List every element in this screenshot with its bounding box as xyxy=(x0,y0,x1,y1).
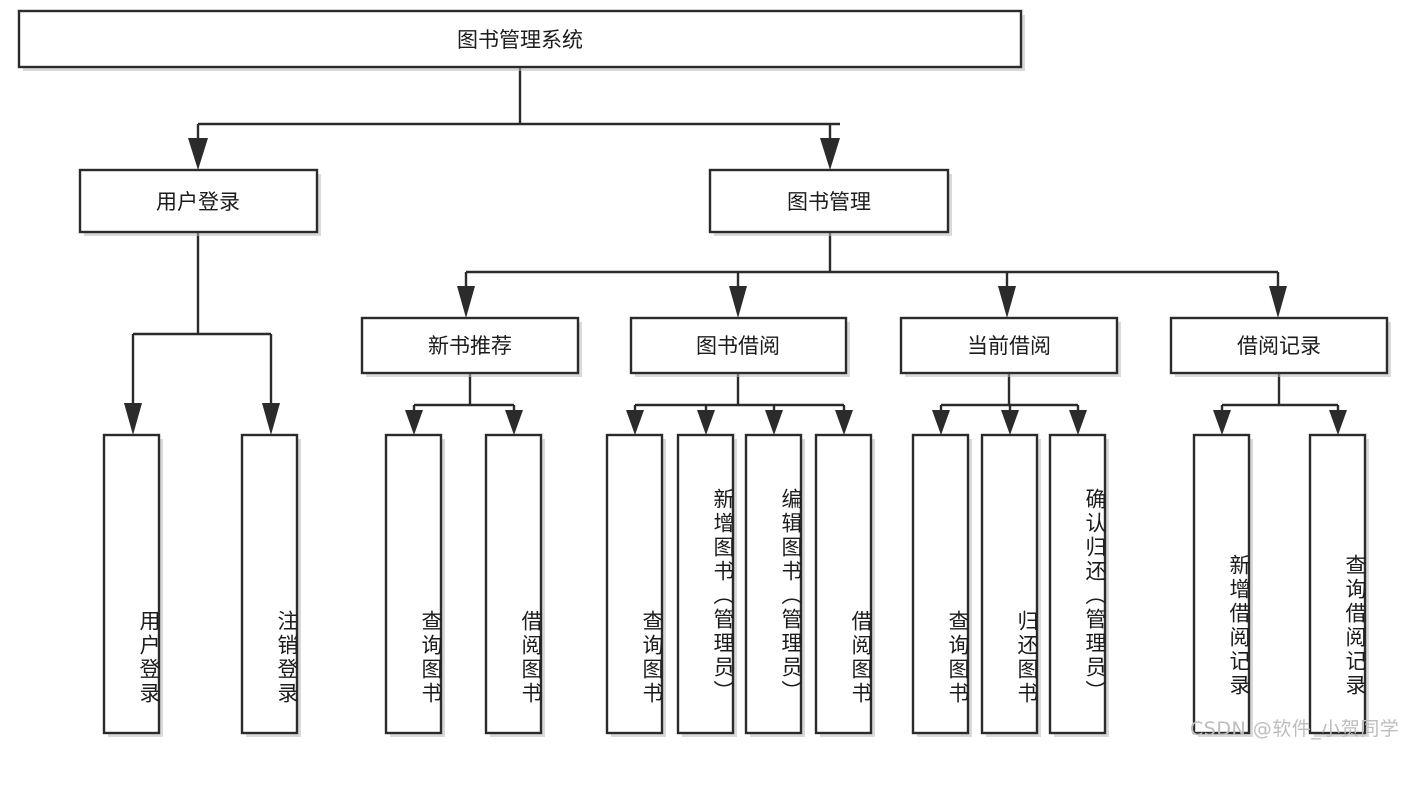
leaf-node-current-borrow-2[interactable] xyxy=(980,433,1041,737)
node-book-manage-label: 图书管理 xyxy=(787,190,871,214)
leaf-node-new-book-2[interactable] xyxy=(484,433,545,737)
node-user-login-box xyxy=(78,168,319,234)
arrow-head-leaf-borrow-record-2 xyxy=(1329,410,1347,435)
leaf-node-new-book-1[interactable] xyxy=(384,433,445,737)
node-current-borrow-label: 当前借阅 xyxy=(967,334,1051,358)
arrow-head-current-borrow xyxy=(998,286,1016,318)
node-current-borrow[interactable]: 当前借阅 xyxy=(899,316,1121,377)
leaf-book-borrow-3-box xyxy=(744,433,803,735)
leaf-node-user-login-2[interactable] xyxy=(240,433,301,737)
diagram-canvas: 图书管理系统 用户登录 图书管理 新书推荐 图书借阅 当前借阅 xyxy=(17,9,1400,740)
node-root-box xyxy=(17,9,1023,69)
leaf-user-login-1-box xyxy=(102,433,161,735)
arrow-head-borrow-record xyxy=(1269,286,1287,318)
node-current-borrow-box xyxy=(899,316,1119,375)
arrow-head-leaf-current-borrow-1 xyxy=(932,410,950,435)
node-book-borrow-box xyxy=(629,316,848,375)
node-borrow-record[interactable]: 借阅记录 xyxy=(1169,316,1391,377)
node-book-borrow[interactable]: 图书借阅 xyxy=(629,316,850,377)
leaf-new-book-1-box xyxy=(384,433,443,735)
leaf-book-borrow-2-box xyxy=(676,433,735,735)
connector-layer xyxy=(124,67,1347,435)
leaf-node-current-borrow-3[interactable] xyxy=(1048,433,1109,737)
leaf-current-borrow-3-box xyxy=(1048,433,1107,735)
node-book-manage-box xyxy=(708,168,950,234)
leaf-node-borrow-record-2[interactable] xyxy=(1308,433,1369,737)
arrow-head-leaf-user-login-2 xyxy=(262,403,280,435)
arrow-head-new-book xyxy=(457,286,475,318)
arrow-head-user-login xyxy=(188,138,208,170)
arrow-head-book-manage xyxy=(820,138,840,170)
arrow-head-leaf-book-borrow-1 xyxy=(626,410,644,435)
leaf-node-borrow-record-1[interactable] xyxy=(1192,433,1253,737)
node-book-borrow-label: 图书借阅 xyxy=(696,334,780,358)
node-new-book[interactable]: 新书推荐 xyxy=(360,316,582,377)
arrow-head-leaf-book-borrow-3 xyxy=(765,410,783,435)
leaf-node-book-borrow-3[interactable] xyxy=(744,433,805,737)
arrow-head-book-borrow xyxy=(729,286,747,318)
arrow-head-leaf-new-book-1 xyxy=(405,410,423,435)
arrow-head-leaf-book-borrow-2 xyxy=(697,410,715,435)
leaf-user-login-2-box xyxy=(240,433,299,735)
node-user-login[interactable]: 用户登录 xyxy=(78,168,321,236)
node-borrow-record-box xyxy=(1169,316,1389,375)
leaf-node-book-borrow-2[interactable] xyxy=(676,433,737,737)
node-new-book-box xyxy=(360,316,580,375)
leaf-current-borrow-1-box xyxy=(911,433,970,735)
node-book-manage[interactable]: 图书管理 xyxy=(708,168,952,236)
node-new-book-label: 新书推荐 xyxy=(428,334,512,358)
arrow-head-leaf-current-borrow-3 xyxy=(1069,410,1087,435)
leaf-node-user-login-1[interactable] xyxy=(102,433,163,737)
node-borrow-record-label: 借阅记录 xyxy=(1237,334,1321,358)
leaf-current-borrow-2-box xyxy=(980,433,1039,735)
leaf-borrow-record-1-box xyxy=(1192,433,1251,735)
node-root[interactable]: 图书管理系统 xyxy=(17,9,1025,71)
leaf-borrow-record-2-box xyxy=(1308,433,1367,735)
node-root-label: 图书管理系统 xyxy=(457,28,583,52)
leaf-book-borrow-4-box xyxy=(814,433,873,735)
arrow-head-leaf-borrow-record-1 xyxy=(1213,410,1231,435)
arrow-head-leaf-book-borrow-4 xyxy=(835,410,853,435)
leaf-node-book-borrow-4[interactable] xyxy=(814,433,875,737)
arrow-head-leaf-new-book-2 xyxy=(505,410,523,435)
leaf-node-current-borrow-1[interactable] xyxy=(911,433,972,737)
arrow-head-leaf-user-login-1 xyxy=(124,403,142,435)
leaf-new-book-2-box xyxy=(484,433,543,735)
node-user-login-label: 用户登录 xyxy=(156,190,240,214)
tree-diagram-svg: 图书管理系统 用户登录 图书管理 新书推荐 图书借阅 当前借阅 xyxy=(17,9,1391,737)
arrow-head-leaf-current-borrow-2 xyxy=(1001,410,1019,435)
leaf-book-borrow-1-box xyxy=(605,433,664,735)
leaf-node-book-borrow-1[interactable] xyxy=(605,433,666,737)
csdn-watermark: CSDN @软件_小贺同学 xyxy=(1190,718,1400,740)
